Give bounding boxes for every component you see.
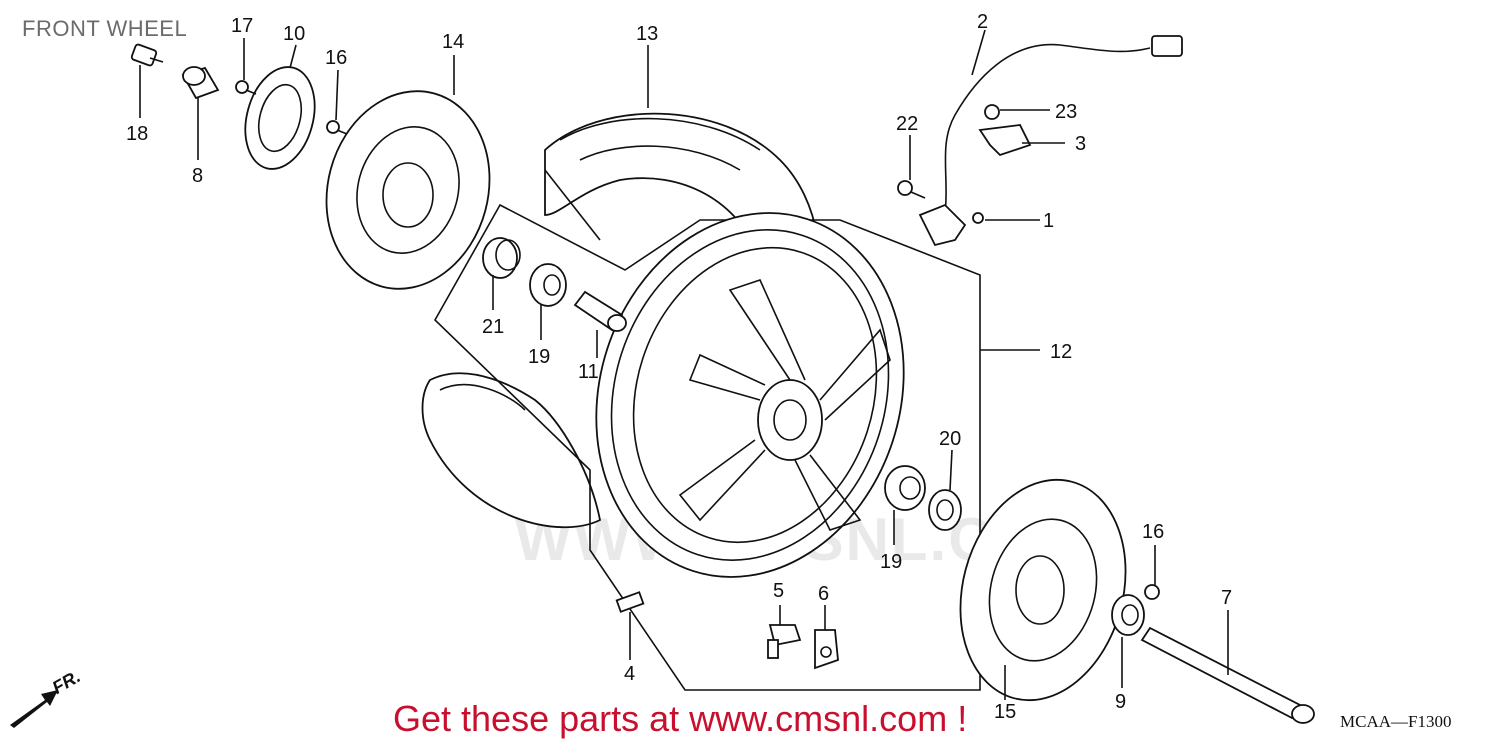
parts-link-banner[interactable]: Get these parts at www.cmsnl.com !: [393, 698, 968, 739]
collar-left-part[interactable]: [181, 66, 220, 100]
callout-16-left: 16: [325, 47, 347, 69]
bolt-18-part[interactable]: [130, 43, 164, 67]
bearing-19-left-part[interactable]: [529, 263, 567, 307]
callout-20: 20: [939, 428, 961, 450]
page-title: FRONT WHEEL: [22, 16, 188, 41]
screw-16-left-part[interactable]: [326, 120, 348, 135]
callout-9: 9: [1115, 691, 1126, 713]
front-direction-arrow-icon: [10, 690, 58, 728]
callout-labels: 1 2 3 4 5 6 7 8 9 10 11 12 13 14 15 16 1…: [126, 11, 1232, 723]
callout-5: 5: [773, 580, 784, 602]
callout-13: 13: [636, 23, 658, 45]
diagram-code: MCAA—F1300: [1340, 712, 1452, 731]
callout-8: 8: [192, 165, 203, 187]
assembly-outline: [433, 203, 981, 691]
callout-12: 12: [1050, 341, 1072, 363]
callout-6: 6: [818, 583, 829, 605]
distance-collar-part[interactable]: [573, 290, 627, 332]
pulser-ring-part[interactable]: [235, 59, 326, 177]
callout-21: 21: [482, 316, 504, 338]
collar-right-part[interactable]: [1111, 594, 1145, 636]
bearing-19-right-part[interactable]: [884, 465, 926, 511]
callout-15: 15: [994, 701, 1016, 723]
callout-22: 22: [896, 113, 918, 135]
callout-19-right: 19: [880, 551, 902, 573]
callout-4: 4: [624, 663, 635, 685]
dust-seal-20-part[interactable]: [928, 489, 962, 531]
callout-10: 10: [283, 23, 305, 45]
screw-17-part[interactable]: [235, 80, 257, 95]
sensor-bracket-part[interactable]: [978, 124, 1032, 157]
callout-7: 7: [1221, 587, 1232, 609]
valve-cap-part[interactable]: [814, 629, 839, 670]
speed-sensor-wire-part[interactable]: [939, 35, 1183, 236]
callout-16-right: 16: [1142, 521, 1164, 543]
clip-1-part[interactable]: [972, 212, 984, 224]
leader-lines: [139, 29, 1229, 700]
wheel-rim-part[interactable]: [550, 173, 950, 618]
callout-23: 23: [1055, 101, 1077, 123]
bolt-22-part[interactable]: [897, 180, 926, 199]
brake-disc-left-part[interactable]: [305, 73, 511, 308]
balance-weight-part[interactable]: [615, 591, 645, 613]
bolt-23-part[interactable]: [984, 104, 1000, 120]
callout-18: 18: [126, 123, 148, 145]
callout-11: 11: [578, 361, 599, 383]
rim-shell-part[interactable]: [421, 372, 602, 529]
speed-sensor-part[interactable]: [918, 203, 967, 247]
callout-3: 3: [1075, 133, 1086, 155]
front-axle-part[interactable]: [1140, 626, 1315, 724]
air-valve-part[interactable]: [767, 624, 802, 659]
callout-2: 2: [977, 11, 988, 33]
brake-disc-right-part[interactable]: [937, 461, 1150, 719]
callout-17: 17: [231, 15, 253, 37]
screw-16-right-part[interactable]: [1144, 584, 1160, 600]
callout-1: 1: [1043, 210, 1054, 232]
bearing-21-part[interactable]: [482, 237, 521, 279]
callout-14: 14: [442, 31, 464, 53]
callout-19-left: 19: [528, 346, 550, 368]
